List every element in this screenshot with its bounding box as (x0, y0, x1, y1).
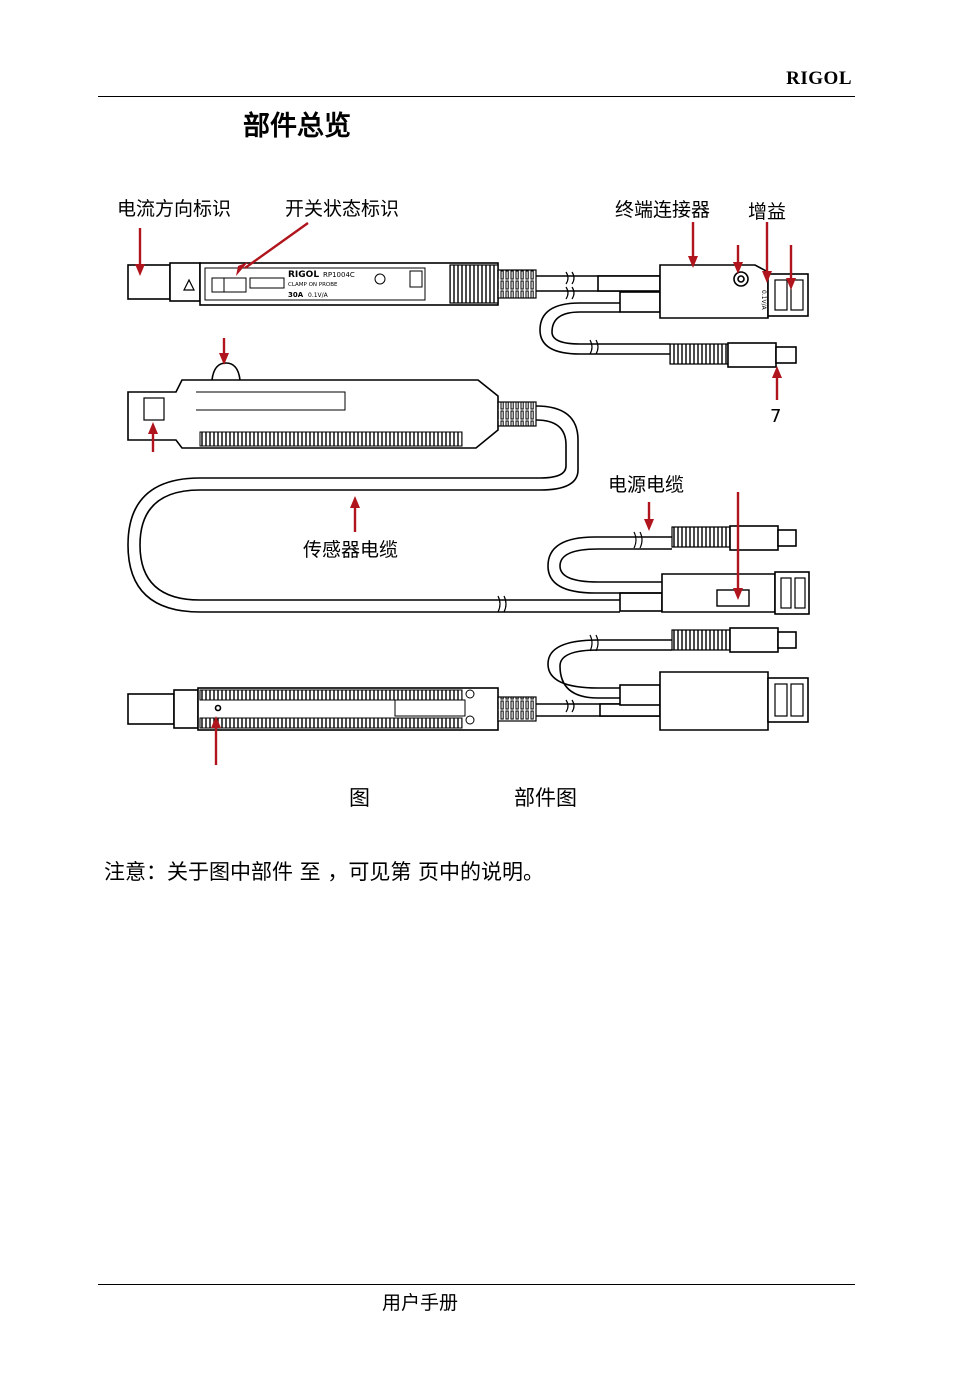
label-power-cable: 电源电缆 (608, 474, 685, 496)
probe-type-text: CLAMP ON PROBE (288, 282, 338, 288)
connector-ratio-text: 0.1V/A (760, 290, 767, 311)
probe-bottom-view (127, 687, 537, 731)
terminal-connector-bottom (599, 671, 809, 731)
callout-arrows (135, 222, 796, 765)
probe-brand-text: RIGOL (288, 270, 319, 280)
header-rule (98, 96, 855, 97)
probe-range-text: 30A (288, 291, 304, 299)
probe-ratio-text: 0.1V/A (308, 292, 329, 299)
figure-caption-text: 部件图 (514, 786, 577, 810)
footer-text: 用户手册 (382, 1292, 459, 1314)
brand-logo-text: RIGOL (786, 68, 852, 89)
footer-rule (98, 1284, 855, 1285)
figure-caption-prefix: 图 (349, 786, 370, 810)
label-part-7: 7 (770, 406, 782, 427)
note-text: 注意：关于图中部件 至 ，可见第 页中的说明。 (104, 860, 545, 884)
label-current-direction-mark: 电流方向标识 (117, 198, 232, 220)
label-terminal-connector: 终端连接器 (615, 199, 711, 221)
label-switch-status-mark: 开关状态标识 (285, 198, 400, 220)
terminal-connector-middle (619, 571, 810, 615)
probe-side-view (127, 362, 537, 449)
probe-model-text: RP1004C (323, 271, 355, 279)
label-gain: 增益 (748, 201, 787, 223)
terminal-connector-top (597, 264, 809, 319)
section-title: 部件总览 (243, 111, 351, 142)
label-sensor-cable: 传感器电缆 (303, 539, 399, 561)
probe-top-view (127, 262, 537, 306)
